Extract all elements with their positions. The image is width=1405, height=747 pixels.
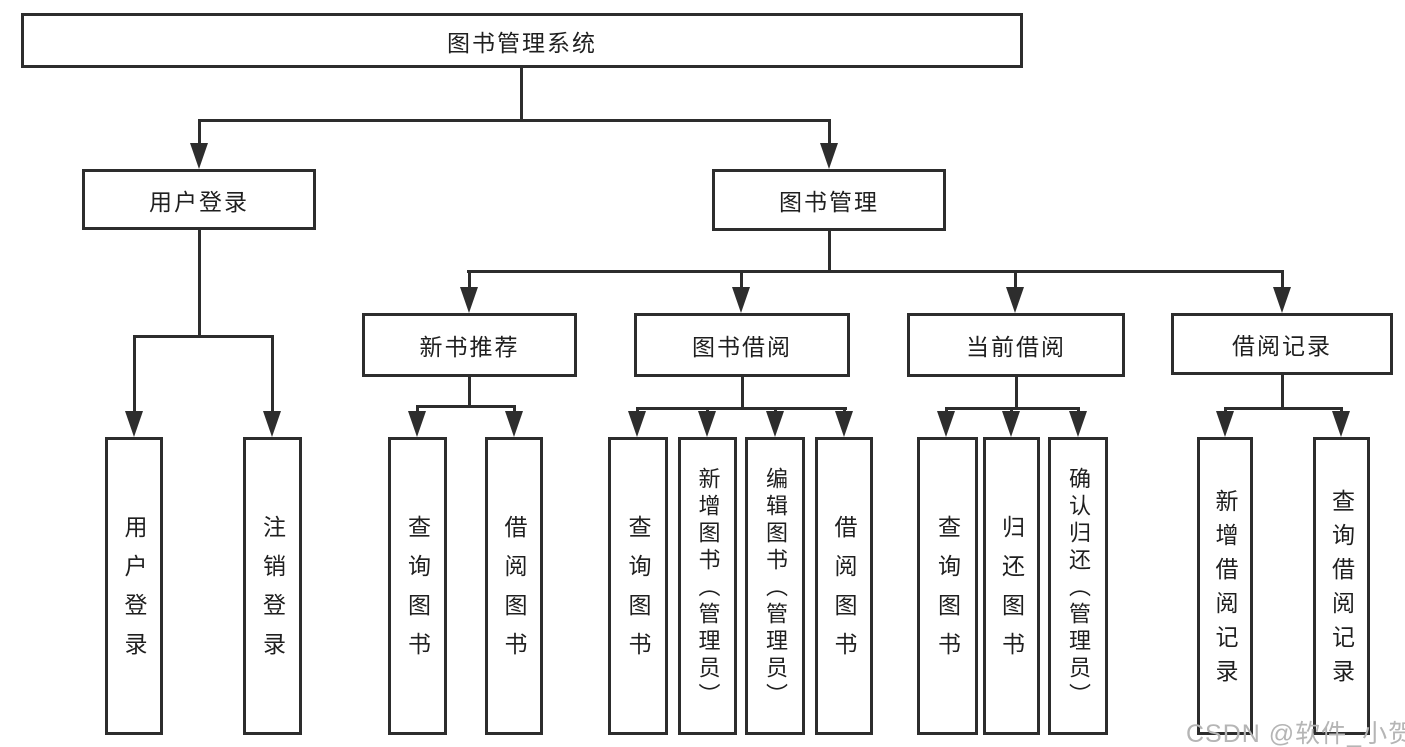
connector-stem xyxy=(1014,270,1017,290)
connector-stem xyxy=(198,119,201,145)
leaf-add-borrow-record: 新增借阅记录 xyxy=(1197,437,1253,735)
connector-current-borrow-drop xyxy=(1015,377,1018,409)
connector-borrow-records-drop xyxy=(1281,375,1284,409)
connector-stem xyxy=(133,335,136,413)
connector-l3-branch xyxy=(467,270,1284,273)
connector-arrowhead xyxy=(460,287,478,313)
connector-arrowhead xyxy=(505,411,523,437)
connector-stem xyxy=(513,405,516,415)
node-book-borrowing: 图书借阅 xyxy=(634,313,850,377)
leaf-query-books-3: 查询图书 xyxy=(917,437,978,735)
node-user-login: 用户登录 xyxy=(82,169,316,230)
leaf-query-borrow-record: 查询借阅记录 xyxy=(1313,437,1370,735)
node-new-book-recommend: 新书推荐 xyxy=(362,313,577,377)
connector-arrowhead xyxy=(1006,287,1024,313)
connector-user-login-drop xyxy=(198,230,201,337)
connector-arrowhead xyxy=(1069,411,1087,437)
connector-l2-branch xyxy=(198,119,831,122)
csdn-watermark: CSDN @软件_小贺同学 xyxy=(1186,720,1405,747)
node-user-login-label: 用户登录 xyxy=(149,188,249,215)
connector-arrowhead xyxy=(820,143,838,169)
connector-borrow-records-branch xyxy=(1224,407,1343,410)
connector-stem xyxy=(1281,270,1284,290)
leaf-user-login-label: 用户登录 xyxy=(121,515,147,671)
leaf-logout: 注销登录 xyxy=(243,437,302,735)
connector-stem xyxy=(468,270,471,290)
leaf-confirm-return-admin: 确认归还（管理员） xyxy=(1048,437,1108,735)
node-new-book-recommend-label: 新书推荐 xyxy=(419,334,520,360)
leaf-logout-label: 注销登录 xyxy=(259,515,286,671)
leaf-query-books-2-label: 查询图书 xyxy=(625,515,651,671)
leaf-query-books-1-label: 查询图书 xyxy=(404,515,431,671)
node-current-borrowing: 当前借阅 xyxy=(907,313,1125,377)
leaf-borrow-books-2: 借阅图书 xyxy=(815,437,873,735)
leaf-query-books-1: 查询图书 xyxy=(388,437,447,735)
leaf-query-books-3-label: 查询图书 xyxy=(934,515,961,671)
connector-arrowhead xyxy=(1273,287,1291,313)
leaf-borrow-books-1-label: 借阅图书 xyxy=(501,515,527,671)
leaf-edit-book-admin-label: 编辑图书（管理员） xyxy=(763,467,788,710)
leaf-query-books-2: 查询图书 xyxy=(608,437,668,735)
connector-arrowhead xyxy=(1216,411,1234,437)
connector-stem xyxy=(271,335,274,413)
node-root-label: 图书管理系统 xyxy=(447,29,597,56)
node-current-borrowing-label: 当前借阅 xyxy=(966,334,1066,360)
connector-new-book-drop xyxy=(468,377,471,407)
connector-user-login-branch xyxy=(133,335,274,338)
connector-arrowhead xyxy=(408,411,426,437)
leaf-query-borrow-record-label: 查询借阅记录 xyxy=(1328,489,1355,693)
leaf-add-book-admin-label: 新增图书（管理员） xyxy=(695,467,721,710)
leaf-user-login: 用户登录 xyxy=(105,437,163,735)
connector-arrowhead xyxy=(937,411,955,437)
connector-arrowhead xyxy=(732,287,750,313)
connector-arrowhead xyxy=(190,143,208,169)
leaf-borrow-books-1: 借阅图书 xyxy=(485,437,543,735)
leaf-edit-book-admin: 编辑图书（管理员） xyxy=(745,437,805,735)
connector-arrowhead xyxy=(835,411,853,437)
connector-stem xyxy=(740,270,743,290)
node-borrow-records-label: 借阅记录 xyxy=(1232,333,1332,359)
connector-arrowhead xyxy=(628,411,646,437)
leaf-return-book-label: 归还图书 xyxy=(998,515,1025,671)
connector-stem xyxy=(416,405,419,415)
leaf-borrow-books-2-label: 借阅图书 xyxy=(831,515,857,671)
connector-stem xyxy=(828,119,831,145)
connector-arrowhead xyxy=(263,411,281,437)
connector-arrowhead xyxy=(698,411,716,437)
node-book-management: 图书管理 xyxy=(712,169,946,231)
connector-root-drop xyxy=(520,68,523,122)
node-root: 图书管理系统 xyxy=(21,13,1023,68)
leaf-return-book: 归还图书 xyxy=(983,437,1040,735)
connector-arrowhead xyxy=(125,411,143,437)
connector-arrowhead xyxy=(1002,411,1020,437)
leaf-add-book-admin: 新增图书（管理员） xyxy=(678,437,737,735)
connector-book-mgmt-drop xyxy=(828,231,831,272)
node-book-borrowing-label: 图书借阅 xyxy=(692,334,792,360)
node-borrow-records: 借阅记录 xyxy=(1171,313,1393,375)
leaf-confirm-return-admin-label: 确认归还（管理员） xyxy=(1066,467,1091,710)
connector-book-borrow-branch xyxy=(636,407,847,410)
node-book-management-label: 图书管理 xyxy=(779,189,879,215)
connector-new-book-branch xyxy=(416,405,516,408)
connector-arrowhead xyxy=(1332,411,1350,437)
connector-arrowhead xyxy=(766,411,784,437)
leaf-add-borrow-record-label: 新增借阅记录 xyxy=(1212,489,1238,693)
connector-book-borrow-drop xyxy=(741,377,744,409)
